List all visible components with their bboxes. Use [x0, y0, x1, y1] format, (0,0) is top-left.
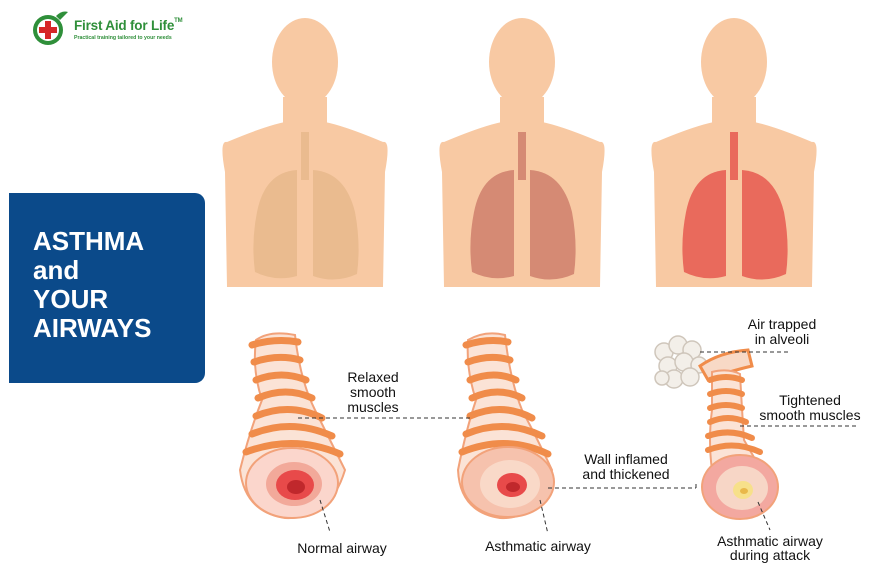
airway-normal [240, 333, 345, 518]
figure-attack [651, 18, 816, 287]
alveoli-cluster [655, 336, 707, 388]
label-asthmatic-airway: Asthmatic airway [470, 539, 606, 554]
label-relaxed: Relaxed smooth muscles [318, 370, 428, 415]
label-normal-airway: Normal airway [282, 541, 402, 556]
label-tightened: Tightened smooth muscles [752, 393, 868, 423]
label-wall-inflamed: Wall inflamed and thickened [566, 452, 686, 482]
label-attack-airway: Asthmatic airway during attack [700, 534, 840, 562]
airway-attack [655, 336, 778, 519]
figure-normal [222, 18, 387, 287]
airway-asthmatic [458, 333, 554, 518]
figure-asthmatic [439, 18, 604, 287]
label-air-trapped: Air trapped in alveoli [732, 317, 832, 347]
